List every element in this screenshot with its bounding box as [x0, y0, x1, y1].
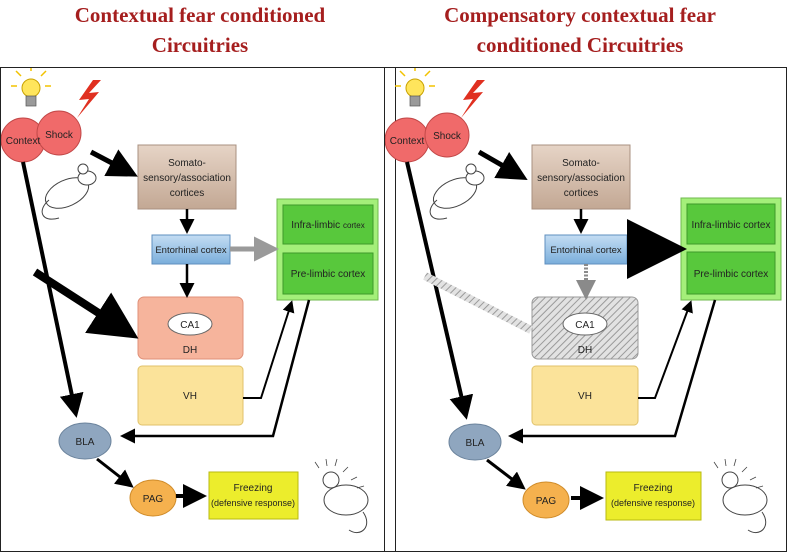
- somato-label-1: Somato-: [168, 158, 206, 169]
- pag-label: PAG: [536, 496, 557, 507]
- infralimbic-label: Infra-limbic cortex: [692, 220, 771, 231]
- somato-box: [531, 144, 631, 210]
- somato-label-2: sensory/association: [143, 173, 231, 184]
- dh-label: DH: [578, 345, 592, 356]
- right-title-line2: conditioned Circuitries: [476, 33, 684, 57]
- right-title-line1: Compensatory contextual fear: [444, 3, 716, 27]
- freezing-label-1: Freezing: [234, 483, 273, 494]
- vh-label: VH: [183, 391, 197, 402]
- pathway-arrows: [405, 149, 717, 510]
- ca1-label: CA1: [575, 320, 595, 331]
- vh-box: [137, 365, 244, 426]
- somato-label-3: cortices: [170, 188, 204, 199]
- pag-node: [522, 481, 570, 519]
- ca1-label: CA1: [180, 320, 200, 331]
- freezing-box: [605, 471, 702, 521]
- entorhinal-label: Entorhinal cortex: [550, 245, 622, 256]
- pathway-arrows: [21, 149, 311, 508]
- entorhinal-label: Entorhinal cortex: [155, 245, 227, 256]
- bla-node: [448, 423, 502, 461]
- left-circuit-panel: Context Shock Somato- sensory/associatio…: [0, 67, 396, 552]
- lightning-icon: [461, 80, 485, 118]
- ca1-node: [562, 312, 608, 336]
- left-panel-title: Contextual fear conditioned Circuitries: [20, 0, 380, 60]
- freezing-label-2: (defensive response): [611, 498, 695, 508]
- freezing-mouse-icon: [314, 458, 369, 534]
- right-panel-title: Compensatory contextual fear conditioned…: [395, 0, 765, 60]
- bla-label: BLA: [466, 438, 485, 449]
- left-title-line1: Contextual fear conditioned: [74, 3, 326, 27]
- context-label: Context: [6, 136, 41, 147]
- dh-label: DH: [183, 345, 197, 356]
- vh-box: [531, 365, 639, 426]
- bla-label: BLA: [76, 437, 95, 448]
- mouse-icon: [41, 163, 97, 220]
- freezing-label-1: Freezing: [634, 483, 673, 494]
- freezing-mouse-icon: [713, 458, 768, 534]
- left-title-line2: Circuitries: [151, 33, 249, 57]
- shock-node: [424, 112, 470, 158]
- infralimbic-label: Infra-limbic cortex: [291, 220, 364, 231]
- light-bulb-icon: [395, 68, 435, 107]
- freezing-label-2: (defensive response): [211, 498, 295, 508]
- shock-label: Shock: [45, 130, 74, 141]
- entorhinal-box: [544, 234, 628, 265]
- ca1-node: [167, 312, 213, 336]
- somato-label-3: cortices: [564, 188, 598, 199]
- prelimbic-label: Pre-limbic cortex: [694, 269, 768, 280]
- shock-label: Shock: [433, 131, 462, 142]
- shock-node: [36, 110, 82, 156]
- infralimbic-box: [282, 204, 374, 245]
- prelimbic-box: [282, 252, 374, 295]
- prelimbic-label: Pre-limbic cortex: [291, 269, 365, 280]
- lightning-icon: [77, 80, 101, 118]
- infralimbic-box: [686, 203, 776, 245]
- somato-box: [137, 144, 237, 210]
- light-bulb-icon: [11, 68, 51, 107]
- freezing-box: [208, 471, 299, 520]
- mouse-icon: [429, 163, 485, 220]
- prelimbic-box: [686, 251, 776, 295]
- vh-label: VH: [578, 391, 592, 402]
- bla-node: [58, 422, 112, 460]
- context-label: Context: [390, 136, 425, 147]
- pag-label: PAG: [143, 494, 164, 505]
- right-circuit-panel: Context Shock Somato- sensory/associatio…: [384, 67, 787, 552]
- somato-label-1: Somato-: [562, 158, 600, 169]
- somato-label-2: sensory/association: [537, 173, 625, 184]
